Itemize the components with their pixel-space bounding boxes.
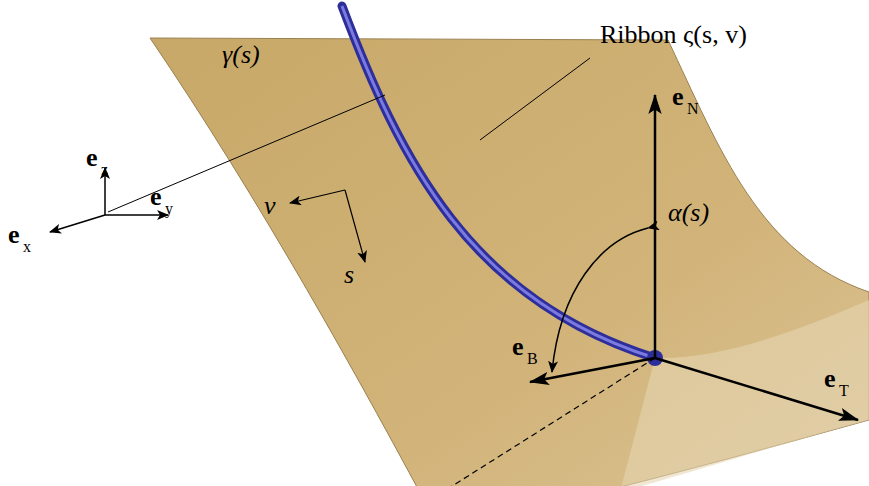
vector-symbol: e bbox=[672, 84, 684, 110]
vector-subscript: x bbox=[23, 239, 31, 255]
ribbon-label: Ribbon ς(s, v) bbox=[600, 22, 747, 48]
vector-et bbox=[655, 358, 858, 420]
ribbon-transparent-part bbox=[620, 300, 869, 486]
s-direction bbox=[345, 190, 365, 262]
angle-arc bbox=[552, 228, 648, 372]
vector-symbol: e bbox=[8, 222, 20, 248]
curve-label: γ(s) bbox=[222, 42, 260, 68]
coordinate-label: s bbox=[344, 262, 354, 288]
vector-subscript: y bbox=[165, 201, 173, 217]
curve-gamma-highlight bbox=[342, 6, 655, 358]
ribbon-surface bbox=[150, 38, 869, 486]
dashed-line bbox=[430, 358, 655, 486]
vector-symbol: e bbox=[150, 184, 162, 210]
vector-symbol: e bbox=[86, 145, 98, 171]
vector-subscript: B bbox=[527, 351, 538, 367]
curve-gamma bbox=[342, 6, 655, 358]
vector-subscript: T bbox=[839, 383, 849, 399]
vector-en bbox=[654, 95, 657, 358]
vector-subscript: N bbox=[687, 101, 699, 117]
axis-x bbox=[50, 215, 105, 232]
angle-label: α(s) bbox=[668, 200, 709, 226]
coordinate-label: v bbox=[264, 193, 276, 219]
gamma-leader bbox=[108, 95, 385, 212]
vector-symbol: e bbox=[824, 366, 836, 392]
v-direction bbox=[290, 190, 345, 203]
axis-y bbox=[105, 214, 168, 216]
ribbon-leader bbox=[480, 58, 590, 140]
vector-eb bbox=[530, 358, 655, 382]
vector-symbol: e bbox=[512, 334, 524, 360]
vector-subscript: z bbox=[101, 162, 108, 178]
